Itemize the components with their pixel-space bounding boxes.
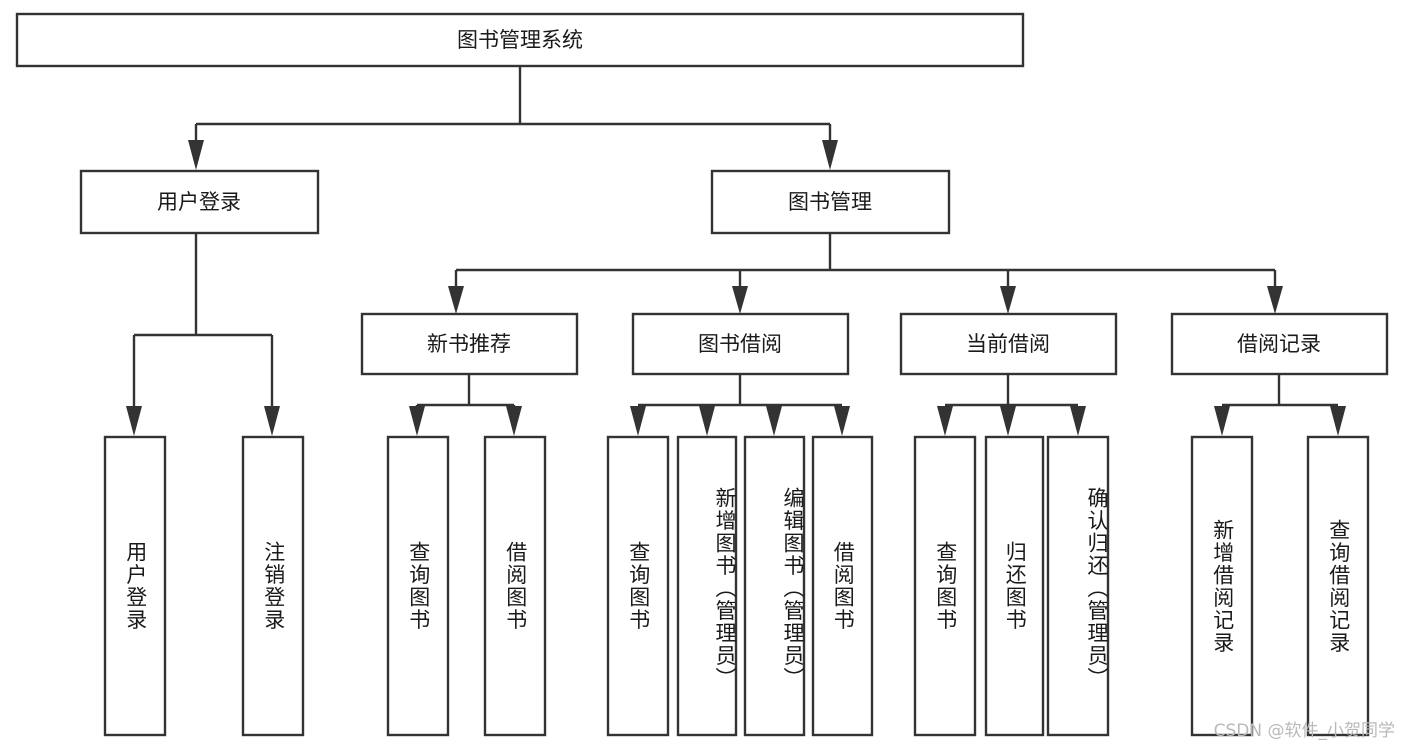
node-box-book-borrow[interactable] — [631, 312, 850, 376]
node-box-new-book-rec[interactable] — [360, 312, 579, 376]
node-label-new-book-rec: 新书推荐 — [427, 332, 511, 356]
node-box-leaf-borrow-borrow-book[interactable] — [811, 435, 874, 737]
arrow-userlogin-c1 — [126, 406, 142, 436]
node-box-leaf-user-login[interactable] — [103, 435, 167, 737]
node-box-leaf-borrow-edit-book[interactable] — [743, 435, 806, 737]
node-box-book-manage[interactable] — [710, 169, 951, 235]
arrow-cb-c3 — [1070, 406, 1086, 436]
arrow-bm-c2 — [732, 286, 748, 314]
connector-group-currentborrow — [937, 374, 1086, 436]
arrow-bm-c3 — [1000, 286, 1016, 314]
node-box-leaf-rec-add-record[interactable] — [1190, 435, 1254, 737]
connector-group-root — [188, 66, 838, 170]
connector-group-newbookrec — [409, 374, 522, 436]
node-box-leaf-borrow-add-book[interactable] — [676, 435, 738, 737]
node-label-root: 图书管理系统 — [457, 28, 583, 52]
connector-group-userlogin — [126, 233, 280, 436]
node-box-leaf-rec-borrow-book[interactable] — [483, 435, 547, 737]
node-label-book-borrow: 图书借阅 — [698, 332, 782, 356]
node-box-leaf-borrow-query-book[interactable] — [606, 435, 670, 737]
node-box-leaf-cur-return-book[interactable] — [984, 435, 1045, 737]
connector-group-bookmanage — [448, 233, 1283, 314]
arrow-root-to-userlogin — [188, 140, 204, 170]
node-box-user-login[interactable] — [79, 169, 320, 235]
node-box-leaf-cur-query-book[interactable] — [913, 435, 977, 737]
node-label-user-login: 用户登录 — [157, 190, 241, 214]
arrow-nbr-c1 — [409, 406, 425, 436]
node-label-borrow-record: 借阅记录 — [1237, 332, 1321, 356]
arrow-br-c2 — [1330, 406, 1346, 436]
csdn-watermark: CSDN @软件_小贺同学 — [1213, 721, 1395, 741]
arrow-bm-c4 — [1267, 286, 1283, 314]
node-box-leaf-rec-query-record[interactable] — [1306, 435, 1370, 737]
arrow-br-c1 — [1214, 406, 1230, 436]
node-box-leaf-user-logout[interactable] — [241, 435, 305, 737]
node-box-borrow-record[interactable] — [1170, 312, 1389, 376]
node-box-leaf-rec-query-book[interactable] — [386, 435, 450, 737]
arrow-root-to-bookmanage — [822, 140, 838, 170]
connector-group-bookborrow — [630, 374, 850, 436]
arrow-bb-c1 — [630, 406, 646, 436]
node-label-current-borrow: 当前借阅 — [966, 332, 1050, 356]
arrow-userlogin-c2 — [264, 406, 280, 436]
arrow-bb-c2 — [699, 406, 715, 436]
arrow-cb-c2 — [1000, 406, 1016, 436]
node-box-root[interactable] — [15, 12, 1025, 68]
arrow-bm-c1 — [448, 286, 464, 314]
node-box-leaf-cur-confirm-return[interactable] — [1046, 435, 1110, 737]
arrow-cb-c1 — [937, 406, 953, 436]
arrow-nbr-c2 — [506, 406, 522, 436]
arrow-bb-c3 — [766, 406, 782, 436]
connector-group-borrowrecord — [1214, 374, 1346, 436]
arrow-bb-c4 — [834, 406, 850, 436]
node-label-book-manage: 图书管理 — [788, 190, 872, 214]
node-box-current-borrow[interactable] — [899, 312, 1118, 376]
